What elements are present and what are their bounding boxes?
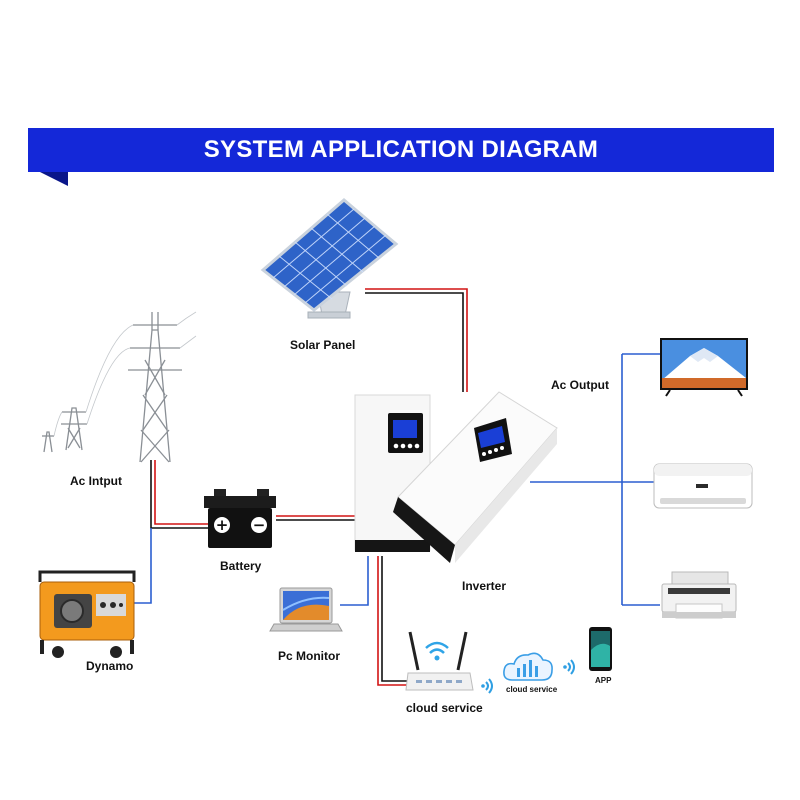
ac-input-label: Ac Intput (70, 474, 122, 488)
solar-panel-icon (260, 198, 399, 319)
cloud-service-label: cloud service (506, 685, 558, 694)
wifi-signal-icon (481, 678, 493, 694)
generator-icon (38, 570, 136, 658)
router-cloud-service-label: cloud service (406, 701, 483, 715)
solar-panel-label: Solar Panel (290, 338, 356, 352)
battery-icon: + − (204, 489, 276, 548)
router-icon (405, 631, 474, 691)
air-conditioner-icon (653, 463, 753, 509)
power-tower-icon (42, 311, 197, 463)
svg-text:−: − (253, 516, 266, 534)
inverter-icon (354, 391, 558, 563)
title-banner: SYSTEM APPLICATION DIAGRAM (28, 128, 774, 172)
wires (132, 288, 662, 686)
svg-text:+: + (216, 516, 229, 534)
solar-wire-red (365, 288, 468, 392)
acinput-wire-red (154, 460, 208, 525)
phone-icon (589, 627, 612, 671)
ac-output-label: Ac Output (551, 378, 609, 392)
diagram-title: SYSTEM APPLICATION DIAGRAM (203, 136, 599, 163)
acinput-wire-black (150, 460, 208, 529)
cloud-icon (503, 652, 553, 681)
router-wire-red (377, 556, 410, 686)
tv-icon (660, 338, 748, 397)
dynamo-wire-blue (132, 528, 152, 604)
dynamo-label: Dynamo (86, 659, 134, 673)
pc-wire-blue (340, 556, 369, 606)
app-label: APP (595, 676, 612, 685)
solar-wire-black (365, 292, 464, 392)
wifi-signal-icon-2 (563, 659, 575, 675)
inverter-label: Inverter (462, 579, 507, 593)
pc-monitor-label: Pc Monitor (278, 649, 340, 663)
banner-fold (40, 172, 68, 186)
router-wire-black (381, 556, 410, 682)
laptop-icon (269, 587, 343, 632)
printer-icon (661, 571, 737, 619)
battery-label: Battery (220, 559, 262, 573)
